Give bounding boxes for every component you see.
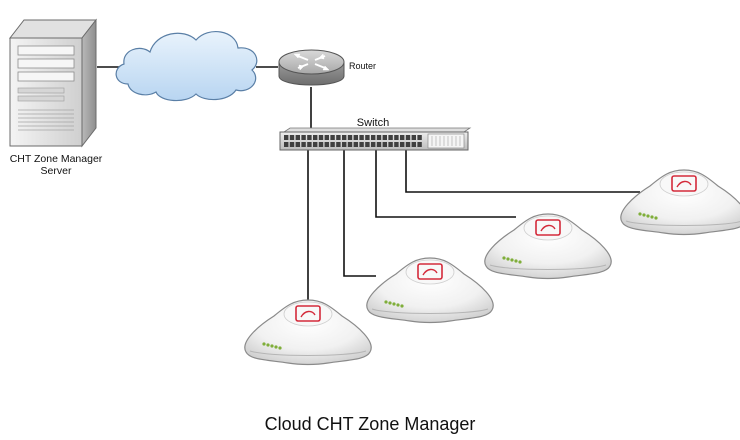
- switch-port: [330, 142, 335, 147]
- switch-port: [353, 142, 358, 147]
- switch-port: [388, 142, 393, 147]
- switch-port: [382, 135, 387, 140]
- switch-port: [394, 135, 399, 140]
- cable-switch-ap-3: [375, 150, 516, 218]
- cables: [97, 66, 640, 302]
- switch-port: [388, 135, 393, 140]
- switch-port: [318, 142, 324, 147]
- server-label-secondary: Server: [41, 165, 72, 177]
- switch-port: [336, 142, 341, 147]
- switch-port: [382, 142, 387, 147]
- switch-port: [284, 142, 289, 147]
- switch-port: [295, 135, 300, 140]
- switch-label: Switch: [357, 117, 389, 129]
- cloud-icon: [115, 31, 258, 102]
- switch-port: [371, 142, 376, 147]
- switch-port: [376, 135, 382, 140]
- diagram-caption: Cloud CHT Zone Manager: [265, 414, 476, 434]
- switch-port: [301, 142, 306, 147]
- switch-port: [289, 135, 295, 140]
- switch-port: [342, 142, 347, 147]
- switch-port: [417, 142, 422, 147]
- access-point-icon: [620, 169, 740, 236]
- switch-port: [336, 135, 341, 140]
- switch-port: [284, 135, 289, 140]
- switch-port: [365, 142, 370, 147]
- switch-port: [400, 135, 405, 140]
- cable-switch-ap-2: [343, 150, 376, 277]
- switch-port: [295, 142, 300, 147]
- switch-port: [411, 135, 416, 140]
- switch-port: [394, 142, 399, 147]
- switch-port: [313, 142, 318, 147]
- switch-port: [307, 142, 312, 147]
- switch-port: [342, 135, 347, 140]
- switch-port: [405, 142, 411, 147]
- switch-port: [353, 135, 358, 140]
- switch-port: [330, 135, 335, 140]
- router-label: Router: [349, 61, 376, 71]
- switch-port: [301, 135, 306, 140]
- switch-port: [365, 135, 370, 140]
- server-label: CHT Zone Manager: [10, 153, 103, 165]
- switch-port: [347, 135, 353, 140]
- switch-port: [371, 135, 376, 140]
- access-point-icon: [484, 213, 612, 280]
- switch-port: [359, 135, 364, 140]
- switch-port: [359, 142, 364, 147]
- access-point-icon: [366, 257, 494, 324]
- switch-port: [318, 135, 324, 140]
- server-icon: [8, 18, 98, 148]
- switch-port: [324, 135, 329, 140]
- switch-port: [400, 142, 405, 147]
- switch-port: [289, 142, 295, 147]
- switch-port: [376, 142, 382, 147]
- switch-port: [347, 142, 353, 147]
- switch-ports: [284, 135, 422, 147]
- switch-icon: [279, 127, 472, 151]
- router-icon: [278, 49, 345, 86]
- switch-port: [417, 135, 422, 140]
- switch-port: [307, 135, 312, 140]
- switch-port: [313, 135, 318, 140]
- switch-port: [411, 142, 416, 147]
- switch-port: [405, 135, 411, 140]
- access-point-icon: [244, 299, 372, 366]
- switch-port: [324, 142, 329, 147]
- cable-switch-ap-4: [405, 150, 640, 193]
